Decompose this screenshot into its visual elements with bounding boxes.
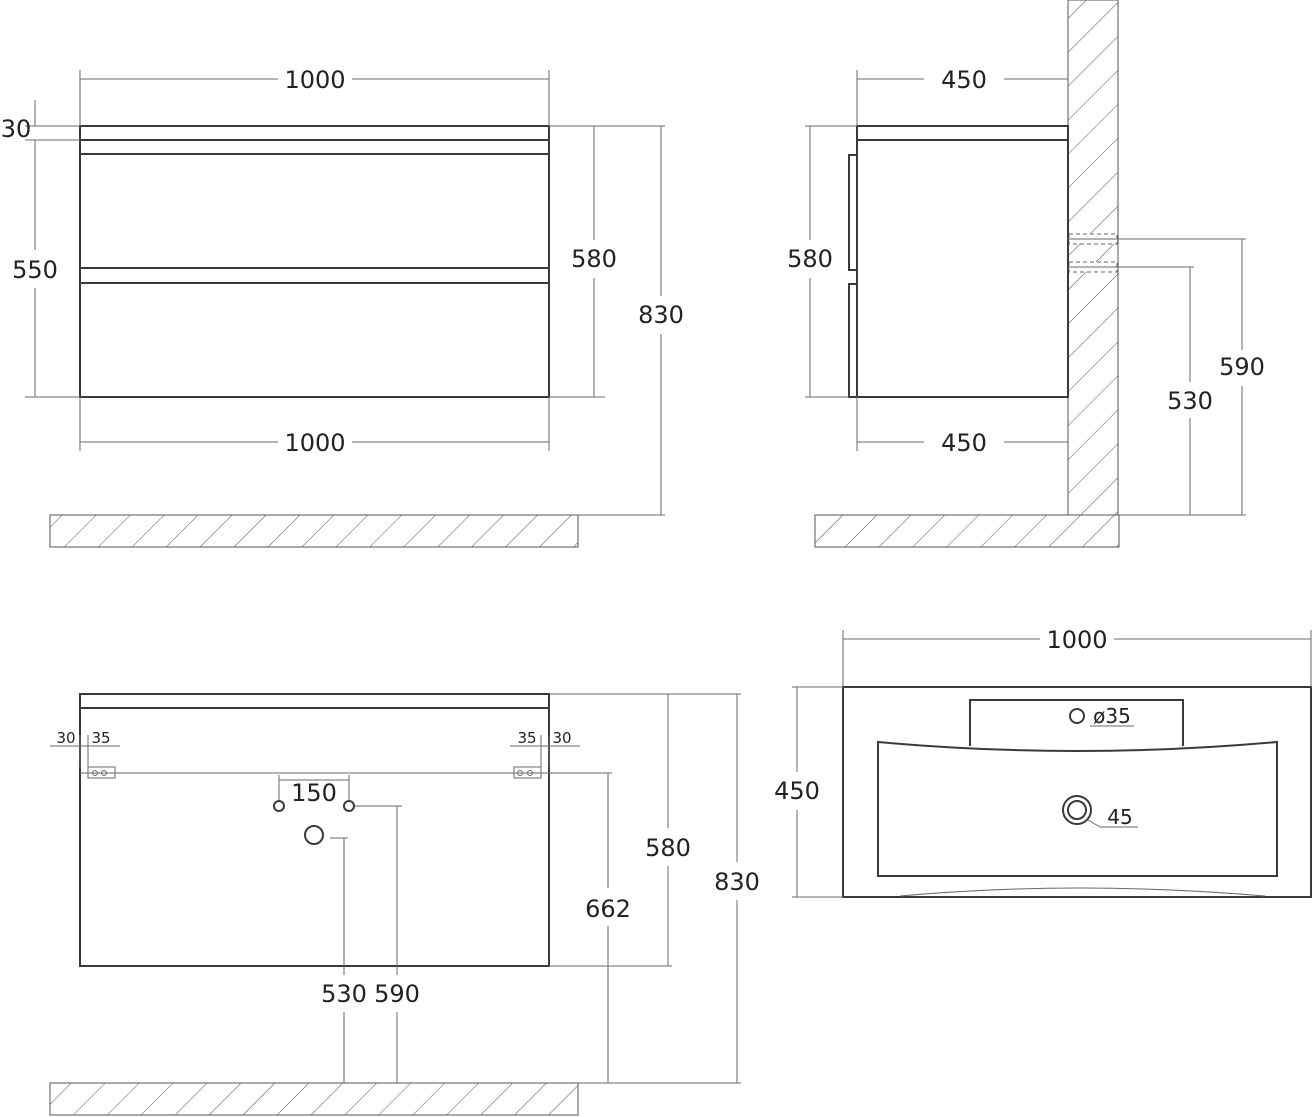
back-right-offset-30-label: 30 xyxy=(552,729,571,747)
back-cabinet-body xyxy=(79,707,550,967)
side-cabinet-body xyxy=(856,139,1069,398)
front-total-height-label: 830 xyxy=(638,301,684,329)
back-hole-spacing-label: 150 xyxy=(291,779,337,807)
back-drain-530-label: 530 xyxy=(321,980,367,1008)
front-top-thickness-label: 30 xyxy=(1,115,32,143)
back-left-offset-30-label: 30 xyxy=(56,729,75,747)
top-width-label: 1000 xyxy=(1046,626,1107,654)
side-pipe-590-label: 590 xyxy=(1219,353,1265,381)
back-floor-hatch xyxy=(49,1082,579,1116)
side-pipe-530-label: 530 xyxy=(1167,387,1213,415)
basin-drain-outer xyxy=(1062,795,1092,825)
basin-drain-inner xyxy=(1067,800,1087,820)
front-width-top-label: 1000 xyxy=(284,66,345,94)
water-inlet-left xyxy=(273,800,285,812)
back-right-offset-35-label: 35 xyxy=(517,729,536,747)
front-countertop xyxy=(79,125,550,141)
back-height-662-label: 662 xyxy=(585,895,631,923)
top-faucet-hole-label: ø35 xyxy=(1093,704,1131,728)
top-drain-hole-label: 45 xyxy=(1107,805,1132,829)
back-left-offset-35-label: 35 xyxy=(91,729,110,747)
drain-hole xyxy=(304,825,324,845)
back-total-height-label: 830 xyxy=(714,868,760,896)
side-countertop xyxy=(856,125,1069,141)
side-floor-hatch xyxy=(814,514,1120,548)
front-floor-hatch xyxy=(49,514,579,548)
faucet-hole xyxy=(1069,708,1085,724)
back-water-590-label: 590 xyxy=(374,980,420,1008)
back-countertop xyxy=(79,693,550,709)
top-view: ø35 45 1000 450 xyxy=(774,626,1312,898)
basin-outline xyxy=(877,740,1278,877)
front-height-580-label: 580 xyxy=(571,245,617,273)
side-height-580-label: 580 xyxy=(787,245,833,273)
side-depth-top-label: 450 xyxy=(941,66,987,94)
top-depth-label: 450 xyxy=(774,777,820,805)
side-depth-bottom-label: 450 xyxy=(941,429,987,457)
water-inlet-right xyxy=(343,800,355,812)
back-height-580-label: 580 xyxy=(645,834,691,862)
top-countertop-outline xyxy=(842,686,1312,898)
back-view: 150 30 35 35 30 530 590 580 662 8 xyxy=(49,693,760,1116)
front-body-height-label: 550 xyxy=(12,256,58,284)
side-wall-hatch xyxy=(1067,0,1119,516)
front-view: 1000 1000 30 550 580 830 xyxy=(1,66,684,548)
side-view: 450 450 580 530 590 xyxy=(787,0,1265,548)
front-width-bottom-label: 1000 xyxy=(284,429,345,457)
